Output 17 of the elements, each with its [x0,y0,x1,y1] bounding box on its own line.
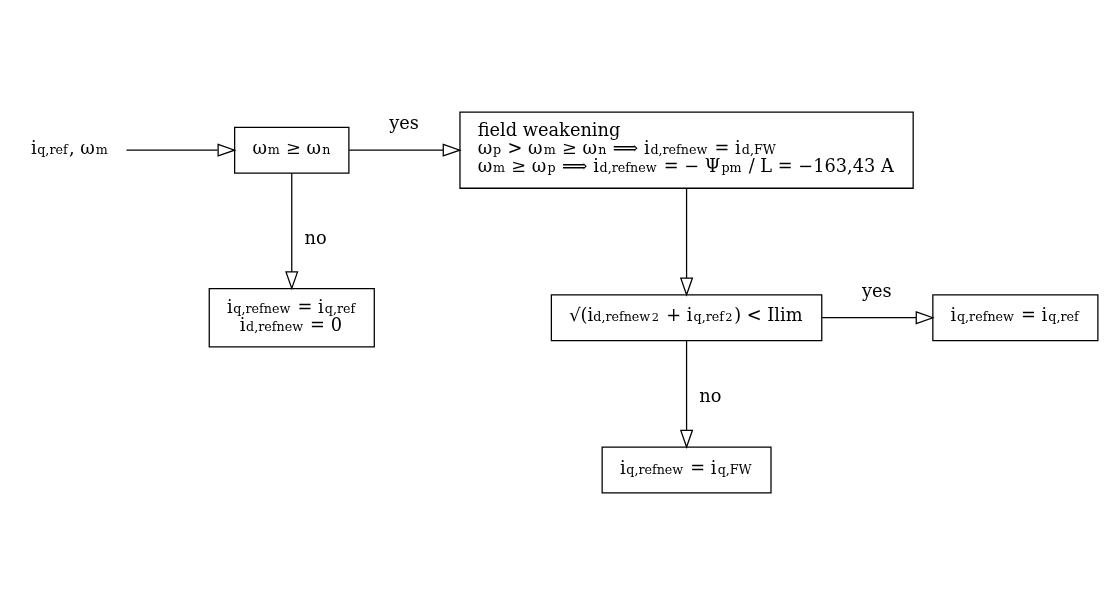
arrow [679,340,694,449]
arrow [821,311,935,325]
edge-label: yes [862,281,892,302]
node-box: field weakening ωp > ωm ≥ ωn ⟹ id,refnew = id,FW ωm ≥ ωp ⟹ id,refnew = − Ψpm / L = −163,43 A [459,111,914,189]
node-box: iq,refnew = iq,ref id,refnew = 0 [208,287,375,348]
edge-label: yes [389,113,419,134]
edge-label: no [304,227,327,248]
edge-label: no [699,386,722,407]
node-text: iq,ref, ωm [30,137,108,158]
arrow [125,143,237,157]
node-box: iq,refnew = iq,ref [932,294,1099,342]
arrow [285,172,299,291]
node-box: ωm ≥ ωn [234,126,350,174]
arrow [679,187,694,297]
arrow [348,143,462,157]
node-box: iq,refnew = iq,FW [601,446,772,494]
node-box: √(id,refnew2 + iq,ref2) < Ilim [550,294,823,342]
